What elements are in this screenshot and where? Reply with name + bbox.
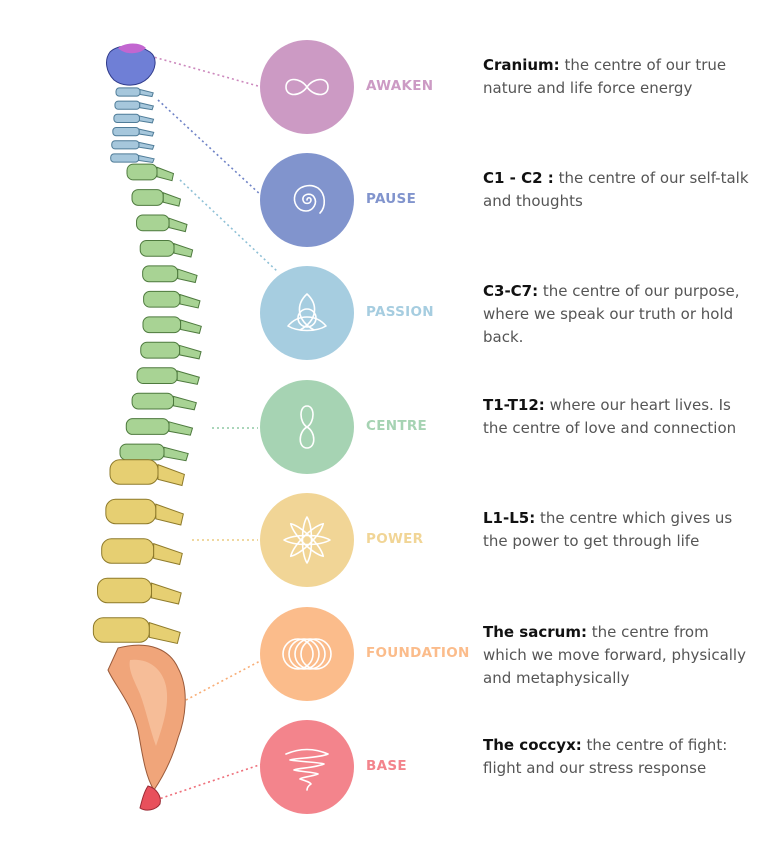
infinity-icon xyxy=(280,60,334,114)
chakra-label: FOUNDATION xyxy=(366,645,470,661)
vertebra-process xyxy=(169,422,193,435)
chakra-term: The sacrum: xyxy=(483,623,587,641)
chakra-label: BASE xyxy=(366,758,407,774)
chakra-description: T1-T12: where our heart lives. Is the ce… xyxy=(483,394,753,440)
chakra-circle-centre xyxy=(260,380,354,474)
triquetra-icon xyxy=(280,286,334,340)
chakra-circle-pause xyxy=(260,153,354,247)
chakra-circle-power xyxy=(260,493,354,587)
vertebra xyxy=(126,419,169,435)
vertebra xyxy=(120,444,164,460)
vertebra xyxy=(98,578,152,602)
vertebra xyxy=(115,101,140,109)
chakra-label: CENTRE xyxy=(366,418,427,434)
vertebra xyxy=(106,499,156,523)
vertebra-process xyxy=(174,396,197,409)
chakra-description: L1-L5: the centre which gives us the pow… xyxy=(483,507,753,553)
vertebra-process xyxy=(140,90,153,97)
vertebra-process xyxy=(139,129,154,136)
vertebra-process xyxy=(180,345,201,358)
connector-foundation xyxy=(186,660,262,700)
vertebra-process xyxy=(139,142,154,149)
vertebra xyxy=(144,291,180,307)
vertebra xyxy=(114,114,140,122)
chakra-term: L1-L5: xyxy=(483,509,535,527)
vertebra xyxy=(93,618,149,642)
connector-awaken xyxy=(150,56,258,86)
vertebra xyxy=(116,88,140,96)
figure-eight-icon xyxy=(280,400,334,454)
vertebra xyxy=(143,317,181,333)
chakra-term: The coccyx: xyxy=(483,736,582,754)
vertebra-process xyxy=(177,371,199,384)
connector-pause xyxy=(158,100,262,196)
chakra-label: POWER xyxy=(366,531,423,547)
chakra-description: Cranium: the centre of our true nature a… xyxy=(483,54,753,100)
vertebra xyxy=(140,240,174,256)
vertebra xyxy=(110,460,158,484)
vertebra-process xyxy=(154,544,183,565)
chakra-circle-passion xyxy=(260,266,354,360)
chakra-term: C1 - C2 : xyxy=(483,169,554,187)
vertebra-process xyxy=(156,504,184,525)
vertebra xyxy=(132,190,163,206)
vertebra-process xyxy=(139,156,154,163)
vertebra-process xyxy=(181,320,202,333)
vertebra xyxy=(111,154,139,162)
chakra-description: The coccyx: the centre of fight: flight … xyxy=(483,734,753,780)
vertebra xyxy=(137,368,177,384)
vertebra xyxy=(113,128,139,136)
vertebra xyxy=(141,342,180,358)
vertebrae xyxy=(93,88,201,644)
vertebra-process xyxy=(152,583,182,604)
chakra-label: PASSION xyxy=(366,304,434,320)
chakra-term: T1-T12: xyxy=(483,396,545,414)
chakra-description: C1 - C2 : the centre of our self-talk an… xyxy=(483,167,753,213)
connector-base xyxy=(156,764,262,800)
chakra-label: AWAKEN xyxy=(366,78,433,94)
vertebra-process xyxy=(139,116,153,123)
vertebra-process xyxy=(163,193,180,206)
rings-icon xyxy=(280,627,334,681)
vertebra xyxy=(127,164,157,180)
vortex-icon xyxy=(280,740,334,794)
vertebra-process xyxy=(149,623,180,644)
vertebra-process xyxy=(158,465,184,486)
vertebra-process xyxy=(157,167,174,180)
vertebra-process xyxy=(180,295,200,308)
spiral-icon xyxy=(280,173,334,227)
vertebra-process xyxy=(169,218,187,231)
vertebra xyxy=(143,266,178,282)
chakra-circle-awaken xyxy=(260,40,354,134)
vertebra xyxy=(112,141,139,149)
chakra-term: C3-C7: xyxy=(483,282,538,300)
vertebra-process xyxy=(178,269,197,282)
chakra-description: The sacrum: the centre from which we mov… xyxy=(483,621,753,690)
vertebra xyxy=(137,215,170,231)
vertebra-process xyxy=(174,244,193,257)
flower-icon xyxy=(280,513,334,567)
vertebra-process xyxy=(164,447,188,460)
vertebra xyxy=(102,539,154,563)
chakra-label: PAUSE xyxy=(366,191,416,207)
vertebra-process xyxy=(140,103,154,110)
chakra-circle-base xyxy=(260,720,354,814)
chakra-term: Cranium: xyxy=(483,56,560,74)
coccyx xyxy=(140,786,160,810)
chakra-circle-foundation xyxy=(260,607,354,701)
chakra-description: C3-C7: the centre of our purpose, where … xyxy=(483,280,753,349)
vertebra xyxy=(132,393,173,409)
